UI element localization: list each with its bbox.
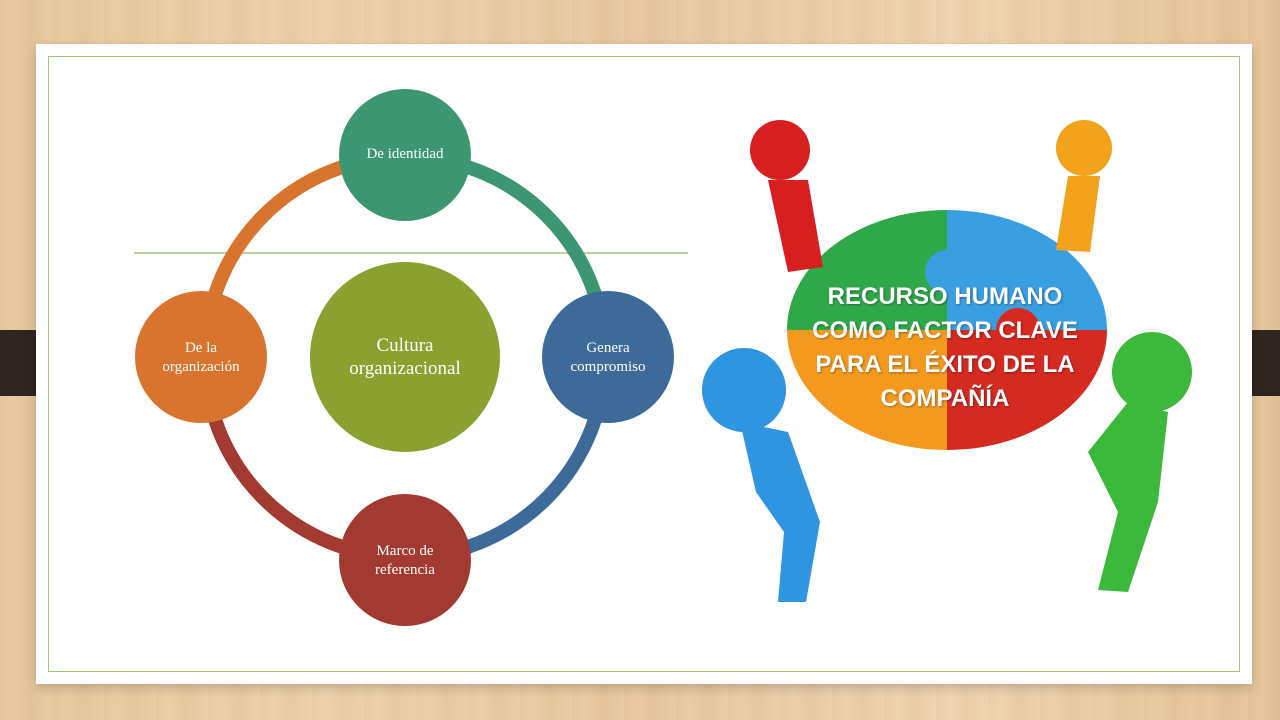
slide-frame	[48, 56, 1240, 672]
figure-blue	[702, 348, 820, 602]
node-bottom-label-line2: referencia	[375, 562, 435, 578]
puzzle-piece-orange	[787, 330, 947, 450]
node-bottom: Marco de referencia	[339, 494, 471, 626]
node-bottom-circle	[339, 494, 471, 626]
figure-blue-head	[702, 348, 786, 432]
node-top-circle	[339, 89, 471, 221]
node-right-label-line2: compromiso	[571, 359, 646, 375]
puzzle-illustration	[702, 120, 1192, 602]
node-right-label-line1: Genera	[586, 340, 630, 356]
figure-green	[1088, 332, 1192, 592]
puzzle-title-line-1: RECURSO HUMANO	[827, 283, 1063, 310]
node-bottom-label-line1: Marco de	[376, 543, 433, 559]
figure-blue-body	[740, 422, 820, 602]
figure-red	[750, 120, 823, 272]
figure-red-body	[768, 180, 823, 272]
puzzle-title-line-2: COMO FACTOR CLAVE	[812, 317, 1078, 344]
puzzle-knob-right	[996, 308, 1040, 352]
puzzle-title-line-3: PARA EL ÉXITO DE LA	[815, 351, 1075, 378]
node-left-circle	[135, 291, 267, 423]
node-top: De identidad	[339, 89, 471, 221]
figure-orange-head	[1056, 120, 1112, 176]
figure-orange-body	[1056, 176, 1100, 252]
center-circle	[310, 262, 500, 452]
figure-green-body	[1088, 402, 1168, 592]
puzzle-knob-top	[925, 250, 969, 294]
figure-red-head	[750, 120, 810, 180]
puzzle-piece-blue	[947, 210, 1107, 330]
center-node: Cultura organizacional	[310, 262, 500, 452]
node-left: De la organización	[135, 291, 267, 423]
node-right-circle	[542, 291, 674, 423]
puzzle-title: RECURSO HUMANO COMO FACTOR CLAVE PARA EL…	[770, 280, 1120, 416]
puzzle-disc	[787, 210, 1107, 450]
puzzle-piece-green	[787, 210, 947, 330]
puzzle-title-line-4: COMPAÑÍA	[880, 385, 1010, 412]
center-label-line2: organizacional	[349, 358, 461, 379]
figure-green-head	[1112, 332, 1192, 412]
node-top-label: De identidad	[366, 146, 444, 162]
puzzle-piece-red	[947, 330, 1107, 450]
figure-orange	[1056, 120, 1112, 252]
node-left-label-line1: De la	[185, 340, 217, 356]
node-left-label-line2: organización	[162, 359, 240, 375]
puzzle-image	[688, 102, 1206, 620]
node-right: Genera compromiso	[542, 291, 674, 423]
center-label-line1: Cultura	[377, 335, 435, 356]
